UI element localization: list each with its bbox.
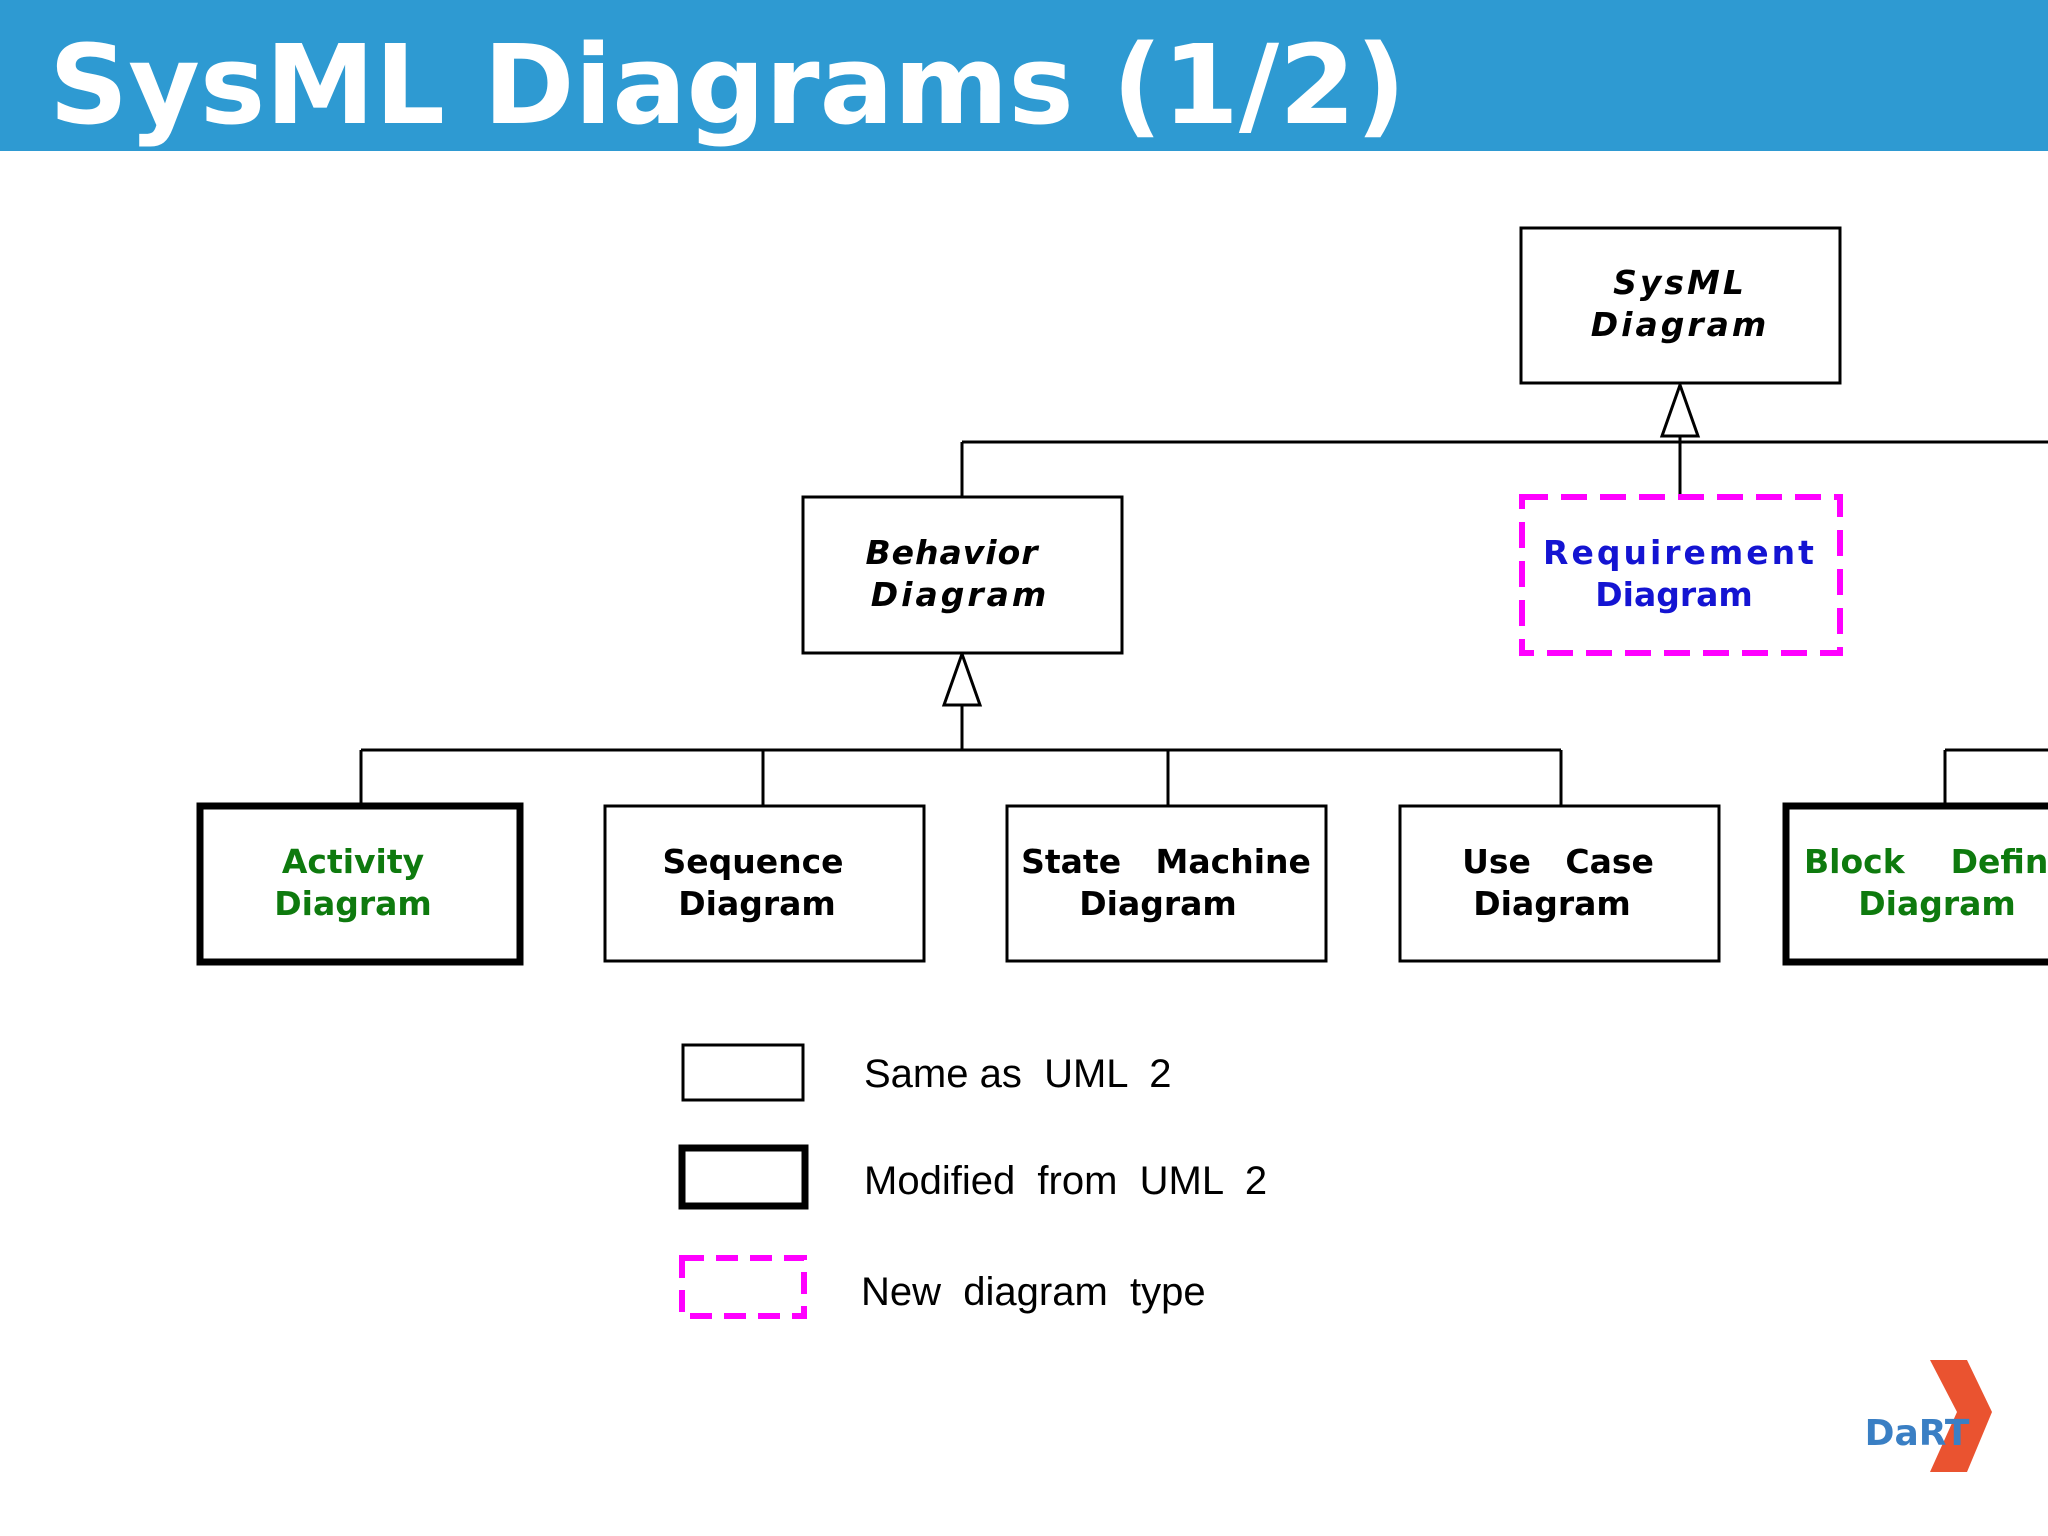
node-sequence-diagram: Sequence Diagram: [603, 804, 926, 963]
node-state-machine-diagram: State Machine Diagram: [1005, 804, 1328, 963]
node-behavior-diagram: Behavior Diagram: [801, 495, 1124, 655]
node-sysml-diagram: SysML Diagram: [1519, 226, 1842, 385]
legend-label-new: New diagram type: [861, 1270, 1206, 1314]
connectors: [359, 436, 2048, 806]
legend-item-same: Same as UML 2: [681, 1043, 1172, 1102]
legend: Same as UML 2 Modified from UML 2 New di…: [678, 1043, 1267, 1319]
legend-swatch-modified: [678, 1144, 809, 1210]
requirement-label-line1: Requirement: [1543, 533, 1817, 572]
node-activity-diagram: Activity Diagram: [196, 802, 524, 966]
activity-label-line1: Activity: [282, 842, 424, 881]
state-machine-label-line1: State Machine: [1021, 842, 1311, 881]
use-case-label-line2: Diagram: [1473, 884, 1631, 923]
behavior-label-line1: Behavior: [865, 533, 1039, 572]
logo-chevron-shape: [1930, 1360, 1992, 1472]
node-requirement-diagram: Requirement Diagram: [1519, 494, 1843, 656]
title-bar: [0, 0, 2048, 151]
block-definition-label-line1: Block Definition: [1804, 842, 2048, 881]
node-block-definition-diagram: Block Definition Diagram: [1782, 802, 2048, 966]
generalization-arrow-sysml: [1659, 380, 1701, 438]
sysml-label-line1: SysML: [1613, 263, 1747, 302]
legend-label-modified: Modified from UML 2: [864, 1159, 1267, 1203]
node-use-case-diagram: Use Case Diagram: [1398, 804, 1721, 963]
block-definition-label-line2: Diagram: [1858, 884, 2016, 923]
sequence-label-line1: Sequence: [662, 842, 843, 881]
legend-swatch-same: [681, 1043, 805, 1102]
legend-label-same: Same as UML 2: [864, 1052, 1172, 1096]
state-machine-label-line2: Diagram: [1079, 884, 1237, 923]
sysml-label-line2: Diagram: [1591, 305, 1770, 344]
behavior-label-line2: Diagram: [871, 575, 1050, 614]
use-case-label-line1: Use Case: [1462, 842, 1654, 881]
slide-title: SysML Diagrams (1/2): [49, 21, 1406, 149]
requirement-label-line2: Diagram: [1595, 575, 1753, 614]
logo-text: DaRT: [1865, 1413, 1970, 1454]
generalization-arrow-behavior: [941, 649, 983, 707]
legend-swatch-new: [679, 1255, 807, 1319]
activity-label-line2: Diagram: [274, 884, 432, 923]
dart-logo: DaRT: [1865, 1360, 1992, 1472]
legend-item-new: New diagram type: [679, 1255, 1206, 1319]
legend-item-modified: Modified from UML 2: [678, 1144, 1267, 1210]
sequence-label-line2: Diagram: [678, 884, 836, 923]
